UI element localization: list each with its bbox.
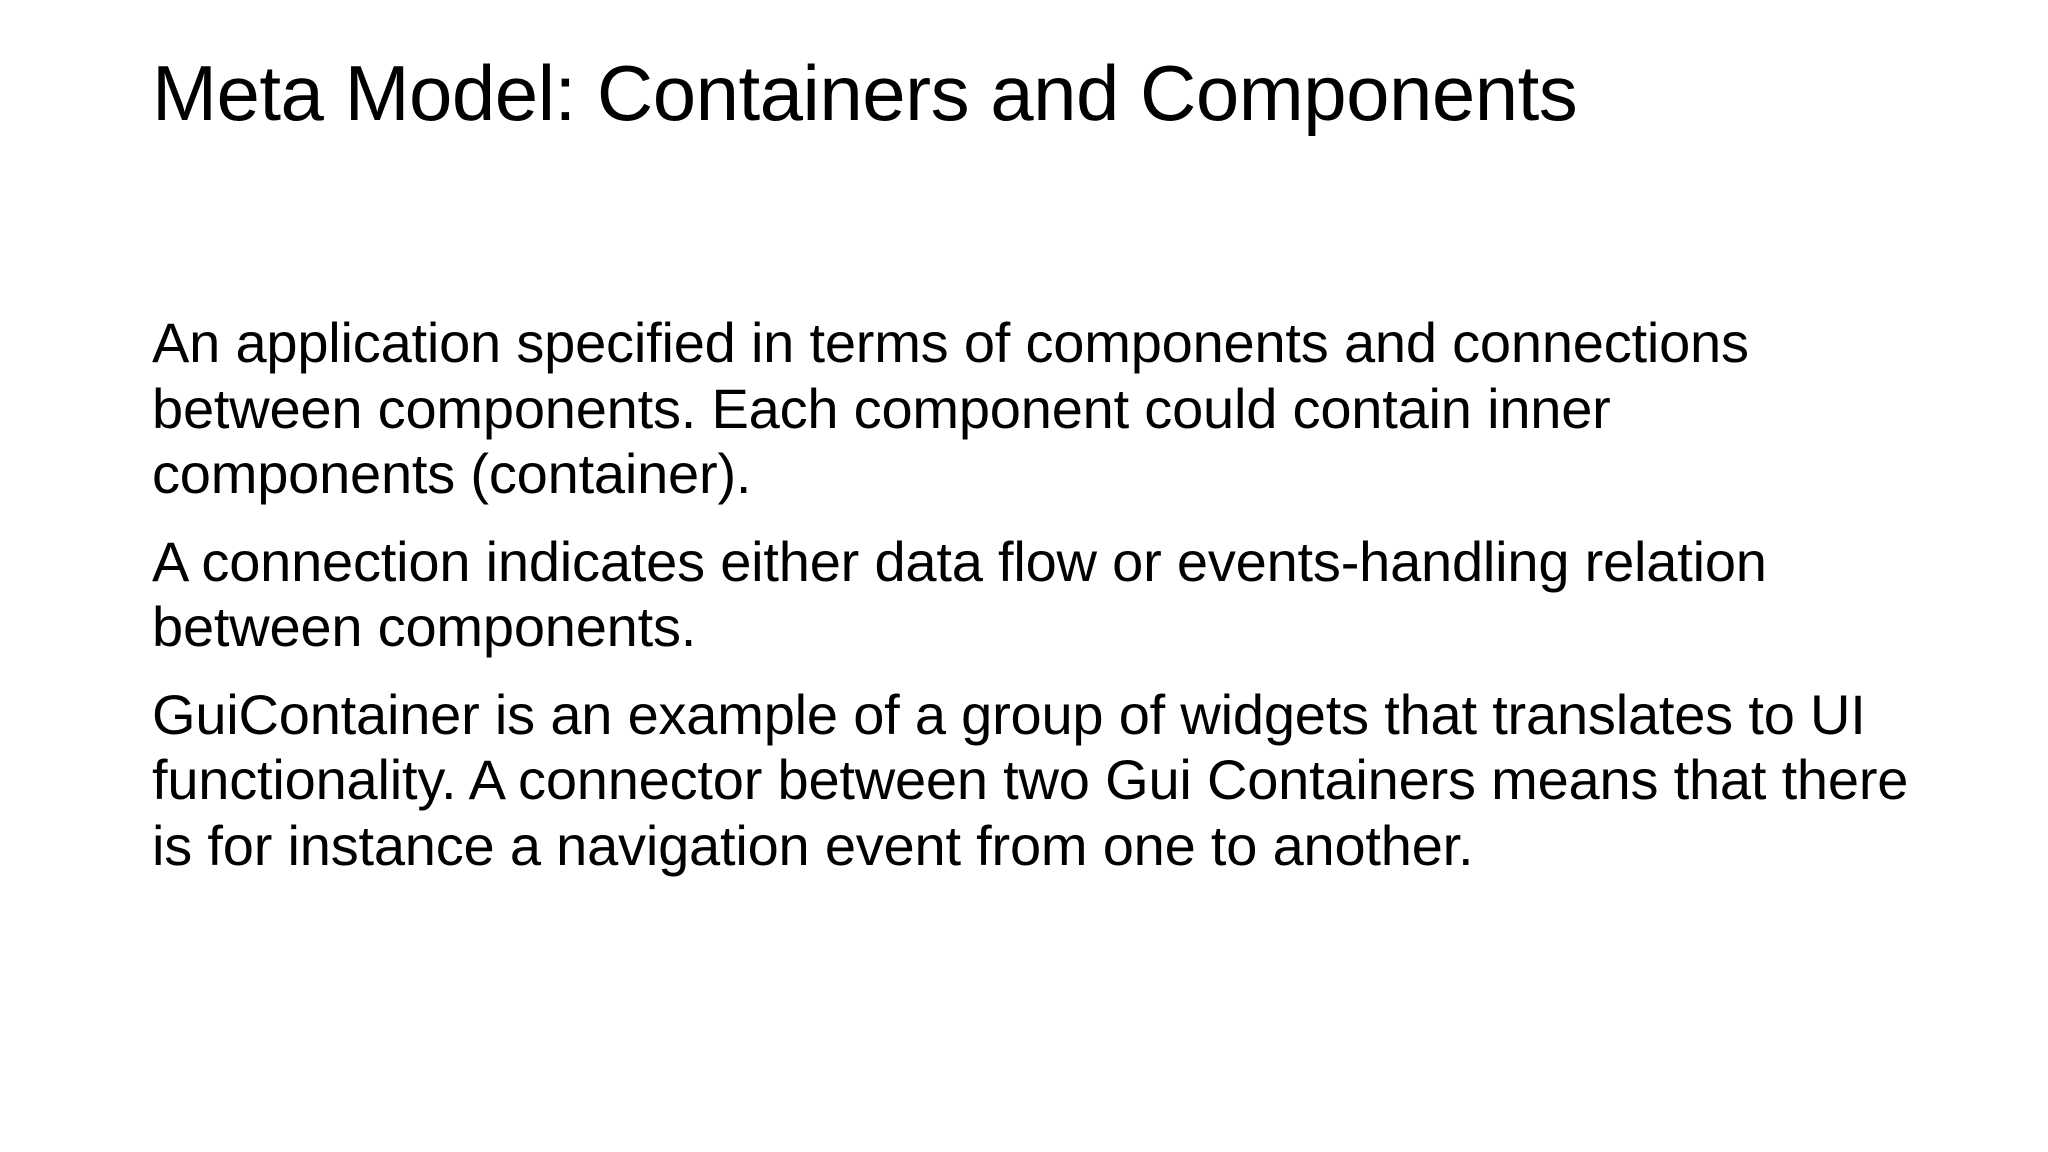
page-title: Meta Model: Containers and Components [152, 49, 1578, 137]
body-paragraph-1: An application specified in terms of com… [152, 311, 1765, 506]
slide-body-content: An application specified in terms of com… [152, 310, 1912, 878]
body-paragraph-3: GuiContainer is an example of a group of… [152, 682, 1924, 877]
body-paragraph-2: A connection indicates either data flow … [152, 529, 1783, 659]
